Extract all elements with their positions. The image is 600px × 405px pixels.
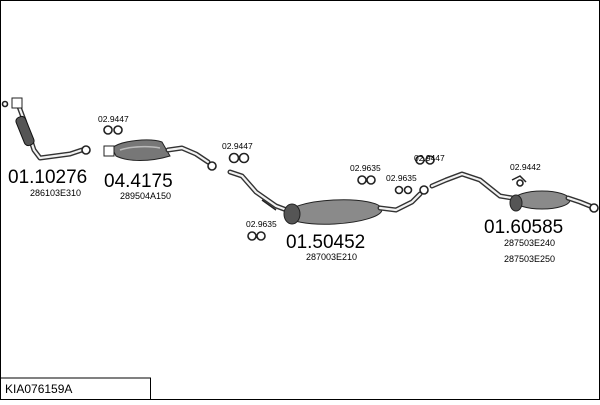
part-number-label: 01.50452 bbox=[286, 232, 365, 253]
fitting-label: 02.9635 bbox=[386, 173, 417, 183]
mount-icon bbox=[103, 125, 113, 135]
diagram-code: KIA076159A bbox=[5, 382, 72, 396]
oe-number-label: 289504A150 bbox=[120, 191, 171, 201]
fitting-label: 02.9635 bbox=[350, 163, 381, 173]
fitting-1 bbox=[103, 125, 123, 135]
mount-icon bbox=[357, 175, 367, 185]
mount-icon bbox=[247, 231, 257, 241]
fitting-label: 02.9447 bbox=[98, 114, 129, 124]
pipe-ring bbox=[81, 145, 91, 155]
bracket-icon bbox=[511, 175, 527, 183]
oe-number-label: 286103E310 bbox=[30, 188, 81, 198]
fitting-6 bbox=[415, 155, 435, 165]
oe-number-label: 287503E240 bbox=[504, 238, 555, 248]
rear-silencer-body bbox=[513, 190, 571, 210]
mount-icon bbox=[394, 185, 404, 195]
catalyst-flange bbox=[103, 145, 115, 157]
fitting-2 bbox=[228, 152, 250, 164]
fitting-5 bbox=[394, 185, 413, 195]
mount-icon bbox=[228, 152, 240, 164]
front-pipe bbox=[1, 97, 91, 161]
part-number-label: 01.60585 bbox=[484, 217, 563, 238]
fitting-label: 02.9447 bbox=[222, 141, 253, 151]
catalyst-body bbox=[111, 139, 171, 161]
oe-number-label: 287003E210 bbox=[306, 252, 357, 262]
mount-icon bbox=[415, 155, 425, 165]
fitting-label: 02.9635 bbox=[246, 219, 277, 229]
rear-silencer bbox=[429, 171, 599, 213]
part-number-label: 04.4175 bbox=[104, 171, 173, 192]
oe-number-label: 287503E250 bbox=[504, 254, 555, 264]
fitting-3 bbox=[247, 231, 266, 241]
fitting-7 bbox=[511, 175, 527, 187]
flex-section bbox=[15, 115, 35, 147]
catalytic-converter bbox=[103, 139, 217, 171]
centre-silencer bbox=[227, 169, 429, 225]
middle-pipe bbox=[227, 169, 295, 215]
part-number-label: 01.10276 bbox=[8, 167, 87, 188]
small-ring bbox=[1, 100, 9, 108]
fitting-4 bbox=[357, 175, 376, 185]
flange bbox=[11, 97, 23, 109]
fitting-label: 02.9447 bbox=[414, 153, 445, 163]
fitting-label: 02.9442 bbox=[510, 162, 541, 172]
